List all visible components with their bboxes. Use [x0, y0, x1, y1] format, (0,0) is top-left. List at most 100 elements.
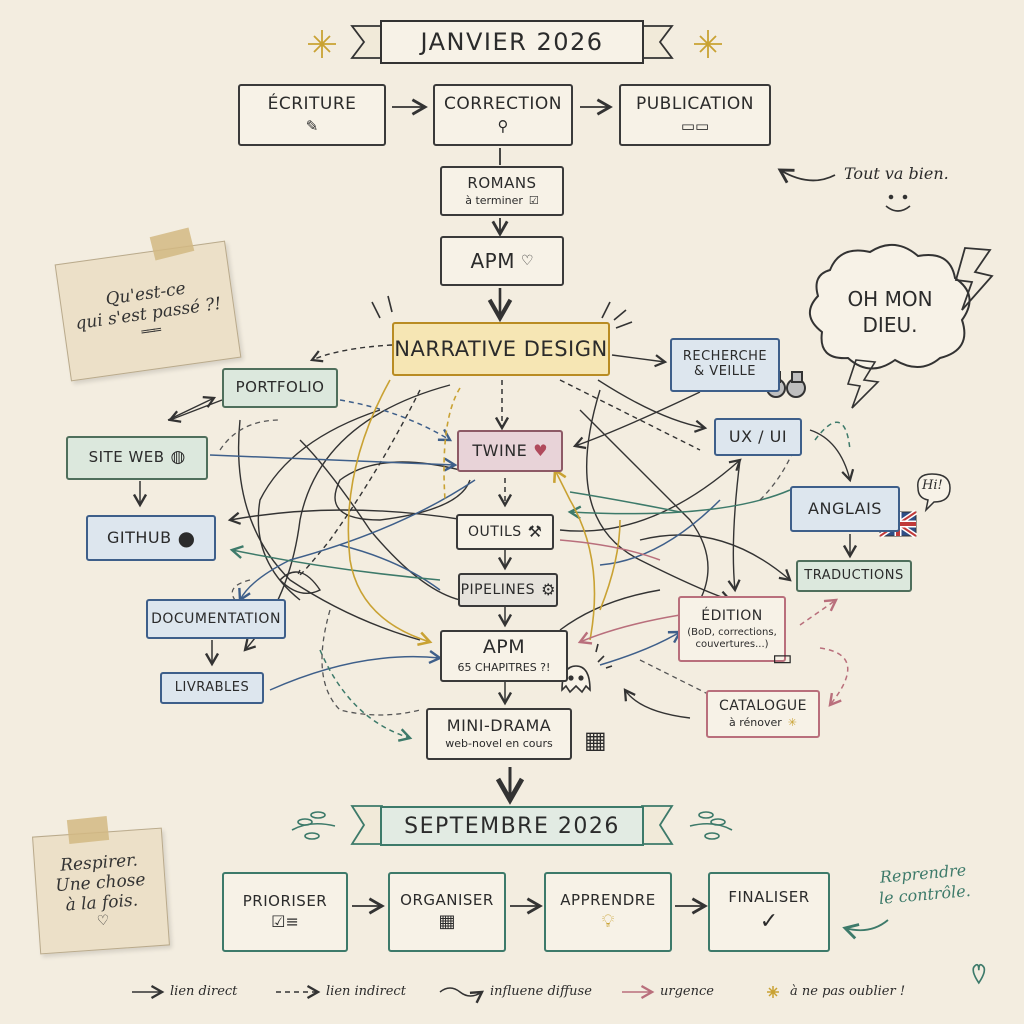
node-sublabel: à rénover✳	[728, 716, 797, 730]
node-sublabel: à terminer☑	[465, 193, 539, 208]
end-date-banner: SEPTEMBRE 2026	[380, 806, 644, 846]
node-label: CORRECTION	[444, 94, 562, 115]
node-sublabel: 65 CHAPITRES ?!	[457, 661, 551, 675]
cloud-text: OH MON DIEU.	[820, 286, 960, 338]
node-documentation[interactable]: DOCUMENTATION	[146, 599, 286, 639]
catalogue-sub: à rénover	[728, 716, 782, 730]
speech-bubble	[917, 473, 951, 513]
smiley-icon	[885, 194, 911, 212]
note-quest-ce: Qu'est-ce qui s'est passé ?! ═══	[54, 240, 242, 382]
checklist-icon: ☑≡	[271, 911, 299, 931]
romans-sub: à terminer	[465, 193, 523, 207]
node-anglais[interactable]: ANGLAIS	[790, 486, 900, 532]
lightning-icon-small	[846, 359, 880, 409]
direct-links	[167, 344, 855, 719]
heart-icon	[972, 963, 986, 985]
node-ecriture[interactable]: ÉCRITURE ✎	[238, 84, 386, 146]
node-narrative-design[interactable]: NARRATIVE DESIGN	[392, 322, 610, 376]
checkmark-icon: ✓	[759, 909, 779, 935]
heart-icon: ♡	[520, 252, 534, 269]
node-twine[interactable]: TWINE ♥	[457, 430, 563, 472]
node-romans[interactable]: ROMANS à terminer☑	[440, 166, 564, 216]
wrench-icon: ⚒	[527, 521, 542, 541]
node-livrables[interactable]: LIVRABLES	[160, 672, 264, 704]
book-icon: ▭▭	[680, 116, 710, 135]
footer-flow-arrows	[352, 168, 889, 940]
node-label: PORTFOLIO	[235, 378, 325, 397]
node-label: ÉDITION	[701, 607, 763, 624]
legend-urgence: urgence	[660, 984, 714, 999]
node-site-web[interactable]: SITE WEB ◍	[66, 436, 208, 480]
step-label: ORGANISER	[400, 890, 494, 909]
node-label: PIPELINES	[460, 581, 536, 598]
node-label: ÉCRITURE	[267, 94, 357, 115]
sparkle-icons	[308, 30, 722, 58]
node-label: DOCUMENTATION	[151, 610, 281, 627]
magnifier-icon: ⚲	[497, 116, 509, 135]
github-icon: ●	[177, 525, 196, 550]
underline-scribble: ═══	[140, 322, 162, 340]
node-github[interactable]: GITHUB ●	[86, 515, 216, 561]
step-finaliser[interactable]: FINALISER ✓	[708, 872, 830, 952]
step-label: PRIORISER	[242, 891, 328, 910]
node-label: ANGLAIS	[808, 498, 882, 518]
legend-diffuse: influene diffuse	[490, 984, 592, 999]
pen-icon: ✎	[305, 116, 319, 135]
step-prioriser[interactable]: PRIORISER ☑≡	[222, 872, 348, 952]
step-apprendre[interactable]: APPRENDRE 💡︎	[544, 872, 672, 952]
open-book-icon: ▭	[772, 646, 793, 671]
lightbulb-icon: 💡︎	[601, 910, 615, 932]
note-line-3: à la fois.	[64, 890, 139, 916]
lightning-icon	[954, 247, 994, 311]
node-label: CATALOGUE	[718, 698, 808, 715]
node-apm-mid[interactable]: APM 65 CHAPITRES ?!	[440, 630, 568, 682]
legend-oublier: à ne pas oublier !	[790, 984, 906, 999]
start-date-banner: JANVIER 2026	[380, 20, 644, 64]
node-label: TWINE	[472, 440, 528, 460]
node-label: RECHERCHE	[682, 349, 768, 365]
node-label: SITE WEB	[88, 448, 165, 467]
legend-indirect: lien indirect	[326, 984, 406, 999]
note-tout-va-bien: Tout va bien.	[844, 164, 949, 183]
note-respirer: Respirer. Une chose à la fois. ♡	[32, 827, 170, 955]
node-label: GITHUB	[106, 527, 172, 547]
calendar-icon: ▦	[438, 910, 456, 932]
step-organiser[interactable]: ORGANISER ▦	[388, 872, 506, 952]
emphasis-strokes	[371, 295, 633, 329]
node-label: PUBLICATION	[635, 94, 755, 115]
node-outils[interactable]: OUTILS ⚒	[456, 514, 554, 550]
node-label: MINI-DRAMA	[446, 715, 552, 735]
hi-bubble-text: Hi!	[922, 478, 943, 493]
banner-ribbons	[350, 25, 674, 845]
node-mini-drama[interactable]: MINI-DRAMA web-novel en cours	[426, 708, 572, 760]
node-catalogue[interactable]: CATALOGUE à rénover✳	[706, 690, 820, 738]
teal-links	[229, 421, 851, 742]
step-label: APPRENDRE	[560, 890, 656, 909]
note-reprendre: Reprendre le contrôle.	[876, 860, 971, 909]
node-label: NARRATIVE DESIGN	[394, 336, 608, 361]
node-pipelines[interactable]: PIPELINES ⚙	[458, 573, 558, 607]
node-portfolio[interactable]: PORTFOLIO	[222, 368, 338, 408]
node-edition[interactable]: ÉDITION (BoD, corrections, couvertures..…	[678, 596, 786, 662]
node-ux-ui[interactable]: UX / UI	[714, 418, 802, 456]
node-label-line2: & VEILLE	[694, 364, 756, 379]
cloud-line-2: DIEU.	[862, 313, 918, 337]
heart-icon: ♥	[533, 440, 548, 460]
globe-icon: ◍	[170, 447, 186, 468]
cloud-line-1: OH MON	[847, 287, 933, 311]
node-label: APM	[482, 636, 526, 659]
thought-cloud	[809, 244, 971, 370]
ghost-icon	[561, 643, 613, 694]
node-apm-top[interactable]: APM ♡	[440, 236, 564, 286]
node-traductions[interactable]: TRADUCTIONS	[796, 560, 912, 592]
node-recherche-veille[interactable]: RECHERCHE & VEILLE	[670, 338, 780, 392]
heart-icon: ♡	[96, 912, 110, 930]
blue-links	[209, 399, 721, 691]
legend-direct: lien direct	[170, 984, 238, 999]
laurel-icons	[291, 811, 733, 840]
node-correction[interactable]: CORRECTION ⚲	[433, 84, 573, 146]
node-label: UX / UI	[728, 426, 788, 446]
node-publication[interactable]: PUBLICATION ▭▭	[619, 84, 771, 146]
